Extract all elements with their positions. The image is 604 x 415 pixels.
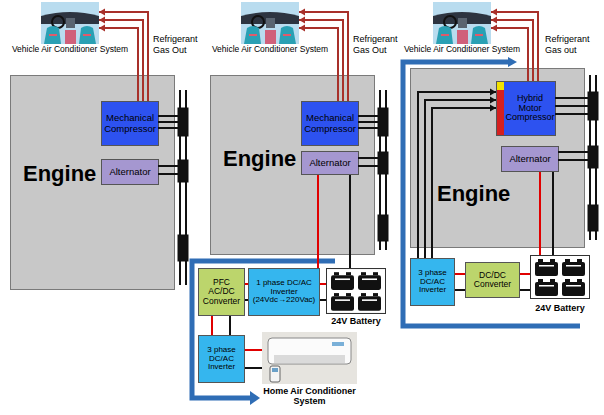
arrow-head [299,17,305,24]
battery-pack: 24V Battery [530,255,590,299]
system-label: Home Air Conditioner System [255,386,365,407]
wire [317,175,319,268]
engine-block: Engine Hybrid Motor CompressorAlternator [410,68,585,248]
wire [245,367,262,369]
battery-label: 24V Battery [535,303,585,313]
wire [320,299,326,301]
node-text: Hybrid Motor Compressor [506,94,555,124]
engine-label: Engine [437,181,510,207]
vehicle-ac-picture: Vehicle Air Conditioner System [41,2,99,44]
arrow-head [491,25,497,32]
inverter-box: 3 phase DC/AC Inverter [198,335,245,383]
node-text: Mechanical Compressor [303,113,357,134]
connector [320,284,326,300]
engine-label: Engine [223,146,296,172]
car-interior [433,2,491,44]
converter-box: DC/DC Converter [465,262,520,298]
compressor-box: Mechanical Compressor [101,101,159,146]
motor-mark [497,82,504,90]
engine-block: Engine Mechanical CompressorAlternator [10,75,175,290]
node-text: 3 phase DC/AC Inverter [200,346,243,372]
compressor-box: Hybrid Motor Compressor [496,81,556,136]
wire [245,349,262,351]
connector [212,316,230,335]
arrow-head [299,9,305,16]
battery-cells [530,255,590,299]
wire [229,316,231,335]
connector [520,274,530,290]
home-ac-picture: Home Air Conditioner System [262,332,357,384]
system-label: Vehicle Air Conditioner System [12,45,128,55]
node-text: PFC AC/DC Converter [200,278,243,306]
air-conditioner-unit [262,332,357,384]
arrow-head [491,17,497,24]
vehicle-ac-picture: Vehicle Air Conditioner System [433,2,491,44]
arrow-head [99,17,105,24]
wire [520,273,530,275]
alternator-box: Alternator [501,146,559,172]
inverter-box: 1 phase DC/AC Inverter (24Vdc→220Vac) [248,268,320,316]
node-text: Alternator [509,154,550,164]
vehicle-ac-picture: Vehicle Air Conditioner System [241,2,299,44]
engine-label: Engine [23,161,96,187]
wire [211,316,213,335]
system-label: Vehicle Air Conditioner System [404,45,520,55]
arrow-head [491,9,497,16]
alternator-box: Alternator [301,151,359,175]
battery-cells [326,268,386,314]
node-text: DC/DC Converter [467,271,518,290]
node-text: Alternator [309,158,350,168]
flow-label: Refrigerant Gas Out [353,34,401,56]
compressor-box: Mechanical Compressor [301,101,359,146]
wire [455,273,465,275]
connector [455,274,465,290]
node-text: 3 phase DC/AC Inverter [412,269,453,295]
arrow-head [99,9,105,16]
node-text: 1 phase DC/AC Inverter (24Vdc→220Vac) [250,279,318,305]
system-label: Vehicle Air Conditioner System [212,45,328,55]
wire [455,289,465,291]
wire [349,175,351,268]
car-interior [241,2,299,44]
flow-label: Refrigerant Gas Out [153,34,201,56]
arrow-head [299,25,305,32]
converter-box: PFC AC/DC Converter [198,268,245,316]
car-interior [41,2,99,44]
battery-label: 24V Battery [331,316,381,326]
node-text: Mechanical Compressor [103,113,157,134]
wire [552,172,554,255]
inverter-box: 3 phase DC/AC Inverter [410,258,455,306]
node-text: Alternator [109,167,150,177]
arrow-head [99,25,105,32]
wire [520,289,530,291]
wire [539,172,541,255]
alternator-box: Alternator [101,159,159,185]
wire [320,283,326,285]
connector [245,350,262,368]
battery-pack: 24V Battery [326,268,386,314]
flow-label: Refrigerant Gas out [545,34,593,56]
